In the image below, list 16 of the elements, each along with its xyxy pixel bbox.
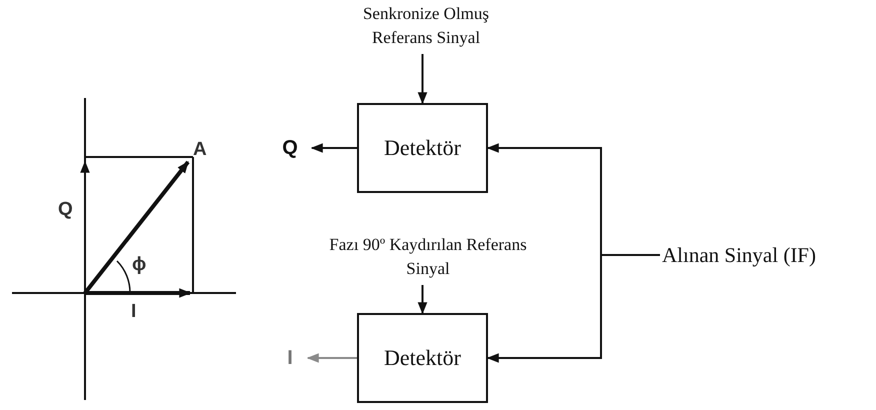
arrow: [418, 54, 428, 104]
axis-label: I: [131, 302, 136, 321]
detector-box: Detektör: [357, 313, 488, 403]
axis-label: ϕ: [132, 255, 146, 274]
output-label: Q: [276, 135, 304, 161]
detector-box: Detektör: [357, 103, 488, 193]
axis-label: A: [193, 140, 207, 159]
axis-label: Q: [58, 200, 73, 219]
arrow: [418, 285, 428, 314]
arrow: [310, 143, 357, 153]
arrow: [306, 353, 357, 363]
arrow: [486, 254, 660, 363]
signal-label: Senkronize Olmuş Referans Sinyal: [348, 2, 504, 50]
output-label: I: [280, 345, 300, 371]
signal-label: Fazı 90º Kaydırılan Referans Sinyal: [328, 233, 528, 281]
signal-label: Alınan Sinyal (IF): [662, 240, 862, 270]
